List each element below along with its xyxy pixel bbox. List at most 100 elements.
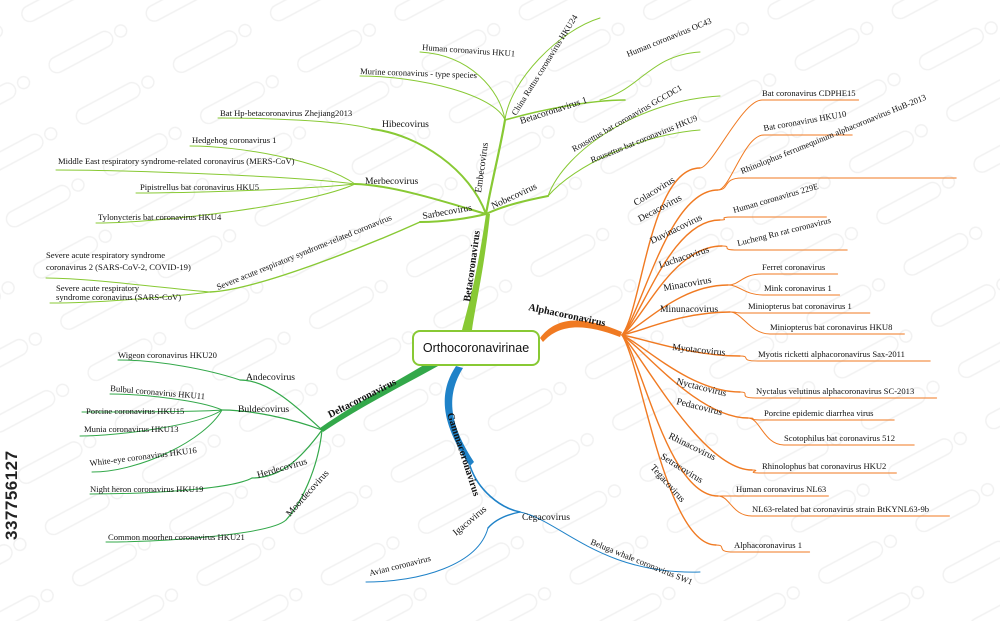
leaf-genus-decacovirus-1	[717, 177, 743, 191]
species-avian: Avian coronavirus	[368, 553, 432, 578]
genus-myotacovirus: Myotacovirus	[672, 342, 726, 359]
leaf-hku1	[419, 51, 506, 121]
genus-minunacovirus: Minunacovirus	[660, 304, 718, 315]
leaf-murine	[359, 75, 506, 121]
subfamily-gammacoronavirus: Gammacoronavirus	[444, 412, 481, 498]
leaf-genus-minunacovirus-1	[729, 311, 771, 335]
branch-betacoronavirus1	[504, 99, 626, 121]
species-hku4: Tylonycteris bat coronavirus HKU4	[98, 212, 222, 222]
branch-gammacoronavirus	[444, 366, 474, 466]
leaf-genus-pedacovirus-1	[747, 417, 785, 446]
leaf-hku9	[547, 129, 701, 197]
species-genus-minunacovirus-0: Miniopterus bat coronavirus 1	[748, 301, 852, 311]
species-murine: Murine coronavirus - type species	[360, 66, 478, 80]
species-moorhen: Common moorhen coronavirus HKU21	[108, 532, 245, 542]
branch-buldecovirus	[221, 409, 323, 431]
species-night-heron: Night heron coronavirus HKU19	[90, 484, 203, 494]
leaf-genus-colacovirus-0	[699, 99, 763, 169]
species-munia: Munia coronavirus HKU13	[84, 424, 179, 434]
genus-minacovirus: Minacovirus	[663, 275, 713, 294]
species-hedgehog: Hedgehog coronavirus 1	[192, 135, 276, 145]
leaf-hku5	[135, 183, 356, 194]
root-node: Orthocoronavirinae	[412, 330, 540, 366]
leaf-genus-luchacovirus-0	[721, 245, 739, 251]
leaf-mers	[55, 169, 356, 185]
branch-deltacoronavirus	[320, 360, 438, 432]
genus-nyctacovirus: Nyctacovirus	[675, 376, 728, 399]
root-label: Orthocoronavirinae	[422, 341, 530, 355]
species-genus-colacovirus-0: Bat coronavirus CDPHE15	[762, 88, 856, 98]
branch-herdecovirus	[251, 429, 323, 479]
species-genus-rhinacovirus-0: Rhinolophus bat coronavirus HKU2	[762, 461, 886, 471]
genus-andecovirus: Andecovirus	[246, 372, 295, 383]
leaf-genus-nyctacovirus-0	[739, 391, 757, 399]
species-sars-related: Severe acute respiratory syndrome-relate…	[215, 212, 394, 292]
leaf-avian	[365, 527, 489, 583]
leaf-porcine	[81, 409, 223, 413]
genus-nobecovirus: Nobecovirus	[490, 181, 539, 212]
branch-genus-nyctacovirus	[621, 334, 741, 393]
species-porcine: Porcine coronavirus HKU15	[86, 406, 184, 416]
leaf-munia	[79, 409, 223, 437]
species-genus-duvinacovirus-0: Human coronavirus 229E	[732, 181, 820, 215]
species-genus-nyctacovirus-0: Nyctalus velutinus alphacoronavirus SC-2…	[756, 386, 914, 396]
leaf-wigeon	[117, 359, 241, 381]
species-genus-luchacovirus-0: Lucheng Rn rat coronavirus	[736, 215, 832, 248]
branch-igacovirus	[487, 511, 521, 529]
species-hku1: Human coronavirus HKU1	[422, 42, 516, 58]
species-hku9: Rousettus bat coronavirus HKU9	[589, 113, 699, 165]
genus-merbecovirus: Merbecovirus	[365, 176, 419, 187]
genus-pedacovirus: Pedacovirus	[675, 396, 723, 418]
species-hku5: Pipistrellus bat coronavirus HKU5	[140, 182, 259, 192]
genus-embecovirus: Embecovirus	[473, 141, 491, 193]
branch-genus-tegacovirus	[621, 334, 717, 546]
branch-betacoronavirus	[462, 214, 490, 330]
branch-genus-setracovirus	[621, 334, 719, 497]
leaf-sars-cov-2	[45, 277, 211, 293]
branch-genus-duvinacovirus	[621, 219, 721, 336]
species-genus-tegacovirus-0: Alphacoronavirus 1	[734, 540, 802, 550]
branch-sars-related	[209, 221, 421, 293]
leaf-genus-setracovirus-1	[717, 495, 753, 517]
leaf-beluga	[519, 511, 701, 573]
branch-andecovirus	[239, 379, 323, 431]
species-sars-cov-2-line1: Severe acute respiratory syndrome	[46, 250, 165, 260]
species-betacoronavirus1: Betacoronavirus 1	[519, 95, 589, 127]
species-genus-decacovirus-1: Rhinolophus ferrumequinum alphacoronavir…	[739, 92, 928, 176]
branch-genus-pedacovirus	[621, 334, 749, 419]
branch-alphacoronavirus	[540, 320, 622, 342]
branch-genus-minacovirus	[621, 284, 729, 336]
leaf-hedgehog	[189, 145, 356, 185]
leaf-genus-duvinacovirus-0	[719, 216, 735, 221]
species-genus-setracovirus-0: Human coronavirus NL63	[736, 484, 826, 494]
species-sars-cov-line2: syndrome coronavirus (SARS-CoV)	[56, 292, 181, 302]
subfamily-deltacoronavirus: Deltacoronavirus	[326, 377, 398, 421]
leaf-genus-decacovirus-0	[717, 134, 765, 191]
leaf-genus-rhinacovirus-0	[751, 469, 763, 474]
genus-luchacovirus: Luchacovirus	[658, 244, 711, 271]
species-sars-cov-2-line2: coronavirus 2 (SARS-CoV-2, COVID-19)	[46, 262, 191, 272]
genus-duvinacovirus: Duvinacovirus	[648, 212, 704, 247]
stock-id-label: 337756127	[2, 450, 21, 540]
leaf-bulbul	[109, 393, 223, 411]
branch-sarbecovirus	[419, 213, 487, 223]
genus-hibecovirus: Hibecovirus	[382, 119, 429, 130]
branch-moordecovirus	[285, 429, 323, 521]
leaf-zhejiang	[217, 117, 373, 130]
species-sars-cov-line1: Severe acute respiratory	[56, 283, 140, 293]
branch-hibecovirus	[371, 128, 487, 215]
branch-cegacovirus	[469, 465, 521, 513]
species-genus-pedacovirus-0: Porcine epidemic diarrhea virus	[764, 408, 874, 418]
species-genus-minacovirus-1: Mink coronavirus 1	[764, 283, 832, 293]
species-bulbul: Bulbul coronavirus HKU11	[110, 383, 206, 401]
genus-buldecovirus: Buldecovirus	[238, 404, 289, 415]
branch-merbecovirus	[354, 183, 487, 215]
genus-herdecovirus: Herdecovirus	[256, 456, 309, 481]
leaf-genus-myotacovirus-0	[739, 355, 759, 362]
leaf-china-rattus	[504, 17, 601, 121]
branch-genus-myotacovirus	[621, 334, 741, 357]
leaf-night-heron	[89, 477, 253, 495]
leaf-genus-tegacovirus-0	[715, 544, 735, 553]
